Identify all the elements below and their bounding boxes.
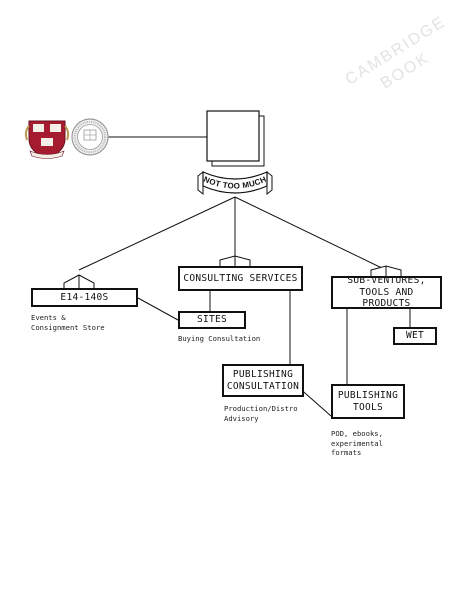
node-sub-ventures[interactable]: SUB-VENTURES, TOOLS AND PRODUCTS xyxy=(331,274,442,310)
node-sub-ventures-label-2: TOOLS AND PRODUCTS xyxy=(359,286,414,310)
connector-e14-to-sites xyxy=(137,297,179,321)
note-publishing-tools-line-2: experimental xyxy=(331,438,383,448)
connector-hats xyxy=(63,255,402,289)
node-publishing-tools-label-2: TOOLS xyxy=(352,401,384,413)
note-e14: Events & Consignment Store xyxy=(31,313,105,332)
logo-placeholder-box xyxy=(206,110,260,162)
node-sites[interactable]: SITES xyxy=(178,311,246,329)
note-sites-line-1: Buying Consultation xyxy=(178,334,261,343)
banner-ribbon: NOT TOO MUCH xyxy=(197,170,273,196)
note-publishing-tools-line-3: formats xyxy=(331,448,362,458)
note-publishing-consultation: Production/Distro Advisory xyxy=(224,404,298,423)
node-publishing-tools[interactable]: PUBLISHING TOOLS xyxy=(331,384,405,419)
node-wet-label: WET xyxy=(405,330,425,342)
note-e14-line-1: Events & xyxy=(31,313,66,322)
note-sites: Buying Consultation xyxy=(178,334,260,344)
node-publishing-consultation-label-1: PUBLISHING xyxy=(232,368,294,380)
node-e14-140s[interactable]: E14-140S xyxy=(31,288,138,307)
note-publishing-consultation-line-1: Production/Distro xyxy=(224,404,298,413)
node-consulting-services-label: CONSULTING SERVICES xyxy=(183,272,298,284)
harvard-shield-logo xyxy=(24,120,70,159)
note-publishing-tools: POD, ebooks, experimental formats xyxy=(331,429,383,458)
node-publishing-tools-label-1: PUBLISHING xyxy=(337,389,399,401)
branch-line-left xyxy=(78,196,236,271)
node-sub-ventures-label-1: SUB-VENTURES, xyxy=(347,274,426,286)
node-consulting-services[interactable]: CONSULTING SERVICES xyxy=(178,266,303,291)
note-publishing-tools-line-1: POD, ebooks, xyxy=(331,429,383,438)
mit-seal-logo xyxy=(71,118,109,156)
node-publishing-consultation[interactable]: PUBLISHING CONSULTATION xyxy=(222,364,304,397)
node-sites-label: SITES xyxy=(196,314,228,326)
node-e14-140s-label: E14-140S xyxy=(60,291,109,303)
note-e14-line-2: Consignment Store xyxy=(31,322,105,332)
branch-line-right xyxy=(234,196,387,271)
node-wet[interactable]: WET xyxy=(393,327,437,345)
node-publishing-consultation-label-2: CONSULTATION xyxy=(226,380,300,392)
note-publishing-consultation-line-2: Advisory xyxy=(224,413,259,423)
